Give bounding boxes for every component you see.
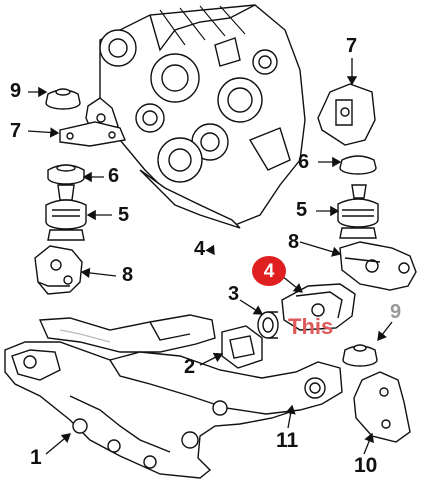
part-engine-mount-left: [45, 184, 87, 241]
part-bracket-8-right: [339, 241, 417, 291]
callout-7-left: 7: [10, 120, 22, 142]
part-bushing: [257, 311, 279, 339]
part-transmission-mount: [281, 283, 356, 331]
callout-8-right: 8: [288, 231, 300, 253]
part-pad-right: [339, 155, 377, 175]
callout-8-left: 8: [122, 264, 134, 286]
callout-3: 3: [228, 283, 240, 305]
callout-10: 10: [354, 454, 378, 477]
highlight-badge-4: 4: [252, 256, 286, 286]
callout-9-left: 9: [10, 80, 22, 102]
part-bracket-left: [59, 121, 126, 147]
callout-6-left: 6: [108, 165, 120, 187]
part-engine-mount-right: [337, 184, 379, 239]
part-bracket-8-left: [34, 245, 83, 295]
part-bracket-10: [353, 371, 411, 443]
watermark-text: This: [288, 314, 334, 339]
callout-9-right: 9: [390, 301, 402, 323]
callout-7-right: 7: [346, 35, 358, 57]
callout-1: 1: [30, 446, 42, 469]
part-bracket-right: [317, 83, 376, 146]
callout-5-left: 5: [118, 204, 130, 226]
callout-5-right: 5: [296, 199, 308, 221]
part-mount-cap-left: [45, 88, 81, 110]
part-crossmember: [108, 351, 343, 416]
engine-block: [99, 4, 306, 229]
highlight-badge-label: 4: [263, 260, 275, 282]
part-mount-cap-right: [342, 344, 378, 367]
callout-6-right: 6: [298, 151, 310, 173]
part-pad-left: [47, 164, 85, 185]
part-subframe: [4, 314, 329, 479]
leader-arrows: [27, 58, 393, 455]
part-damper: [221, 325, 263, 369]
callout-11: 11: [276, 429, 299, 452]
callout-2: 2: [184, 356, 196, 378]
callout-4-center: 4: [194, 238, 206, 260]
